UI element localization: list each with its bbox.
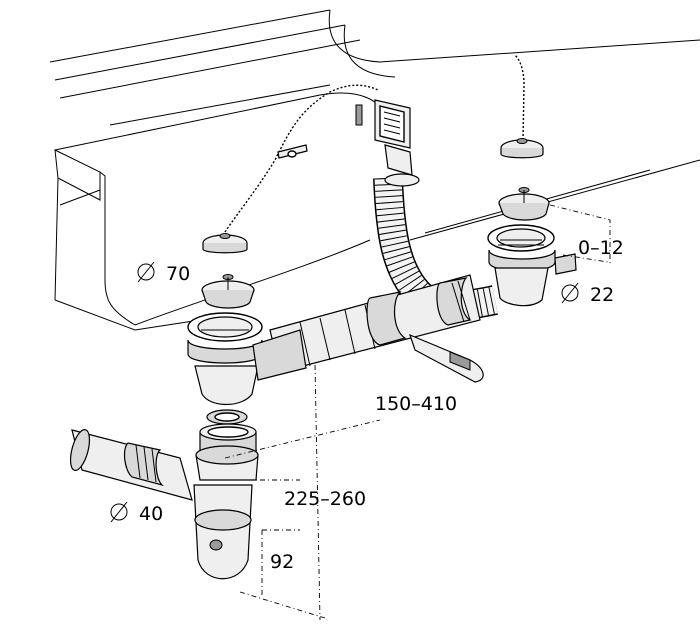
left-sink-plug [202, 233, 248, 254]
chain-stopper [277, 144, 308, 159]
label-dimension-92: 92 [270, 551, 294, 573]
outlet-pipe [69, 429, 193, 501]
label-diameter-22: 22 [590, 284, 614, 306]
label-diameter-70: 70 [166, 263, 190, 285]
diameter-symbol-70 [137, 261, 155, 283]
diameter-symbol-40 [110, 501, 128, 523]
label-diameter-40: 40 [139, 503, 163, 525]
right-strainer-assembly [487, 187, 577, 307]
overflow-grate [355, 99, 411, 149]
plug-chain-left [224, 84, 379, 233]
bottle-trap [193, 445, 259, 580]
plug-chain-right [514, 54, 525, 141]
dimension-lines [224, 204, 611, 621]
overflow-hose [373, 144, 498, 321]
label-range-225-260: 225–260 [284, 488, 366, 510]
release-lever [409, 333, 484, 383]
sink-outline [49, 9, 700, 331]
left-strainer-assembly [187, 274, 307, 405]
right-sink-plug [500, 138, 544, 159]
label-range-150-410: 150–410 [375, 393, 457, 415]
label-range-0-12: 0–12 [578, 237, 624, 259]
trap-nut-and-washer [199, 409, 257, 453]
horizontal-connector-pipe [269, 274, 481, 373]
diameter-symbol-22 [561, 282, 579, 304]
